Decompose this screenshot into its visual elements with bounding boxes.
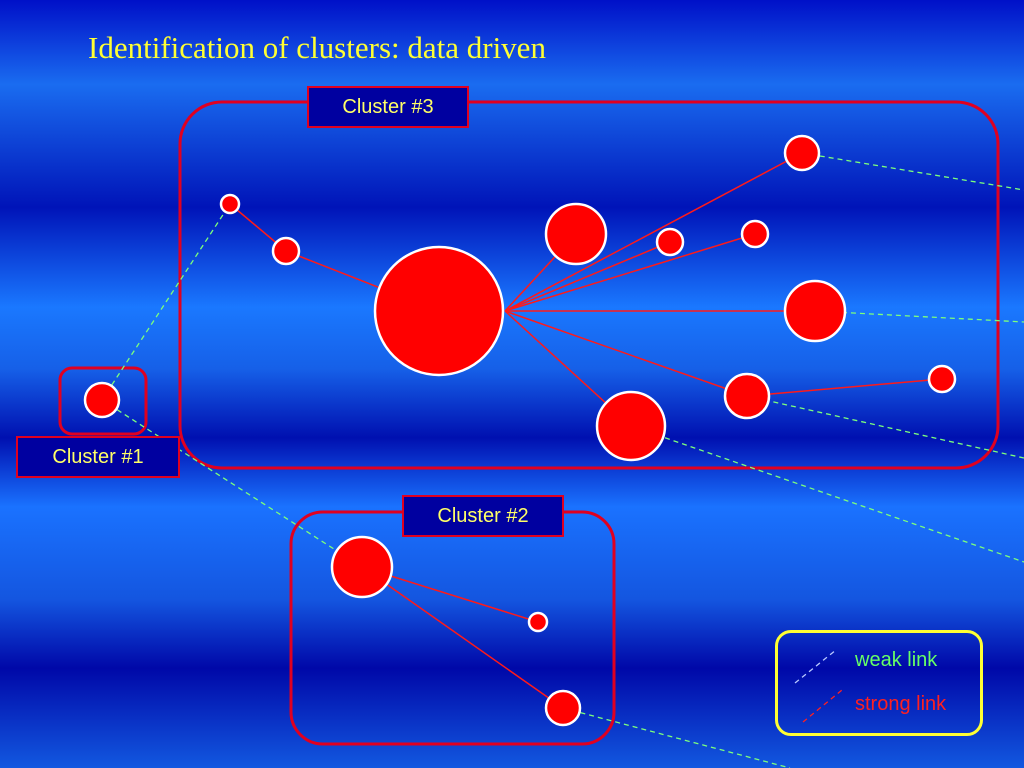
cluster-2-label: Cluster #2 (402, 495, 564, 537)
weak-link (101, 203, 231, 401)
nodes (83, 134, 957, 727)
node (595, 390, 667, 462)
strong-link (746, 378, 943, 397)
weak-link (630, 425, 1024, 563)
cluster-3-boundary (178, 100, 1000, 470)
node-hub (373, 245, 505, 377)
node (330, 535, 394, 599)
weak-link (101, 399, 363, 568)
strong-link (504, 241, 671, 312)
node (544, 689, 582, 727)
node (740, 219, 770, 249)
node (783, 279, 847, 343)
weak-link (801, 152, 1024, 191)
node (271, 236, 301, 266)
cluster-1-boundary (58, 366, 148, 436)
weak-link (814, 310, 1024, 323)
weak-link (562, 707, 791, 768)
node (527, 611, 549, 633)
strong-link (361, 566, 564, 709)
node (723, 372, 771, 420)
strong-link (504, 152, 803, 312)
node (219, 193, 241, 215)
node (655, 227, 685, 257)
node (544, 202, 608, 266)
node (783, 134, 821, 172)
node (927, 364, 957, 394)
weak-links (101, 152, 1024, 768)
cluster-1-label: Cluster #1 (16, 436, 180, 478)
cluster-3-label: Cluster #3 (307, 86, 469, 128)
legend-weak-link-label: weak link (855, 649, 938, 671)
strong-link (504, 233, 756, 312)
legend-strong-link-label: strong link (855, 693, 947, 715)
strong-link (504, 310, 748, 397)
node (83, 381, 121, 419)
slide-title: Identification of clusters: data driven (88, 30, 546, 65)
legend-box (775, 630, 983, 736)
weak-link (746, 395, 1024, 459)
